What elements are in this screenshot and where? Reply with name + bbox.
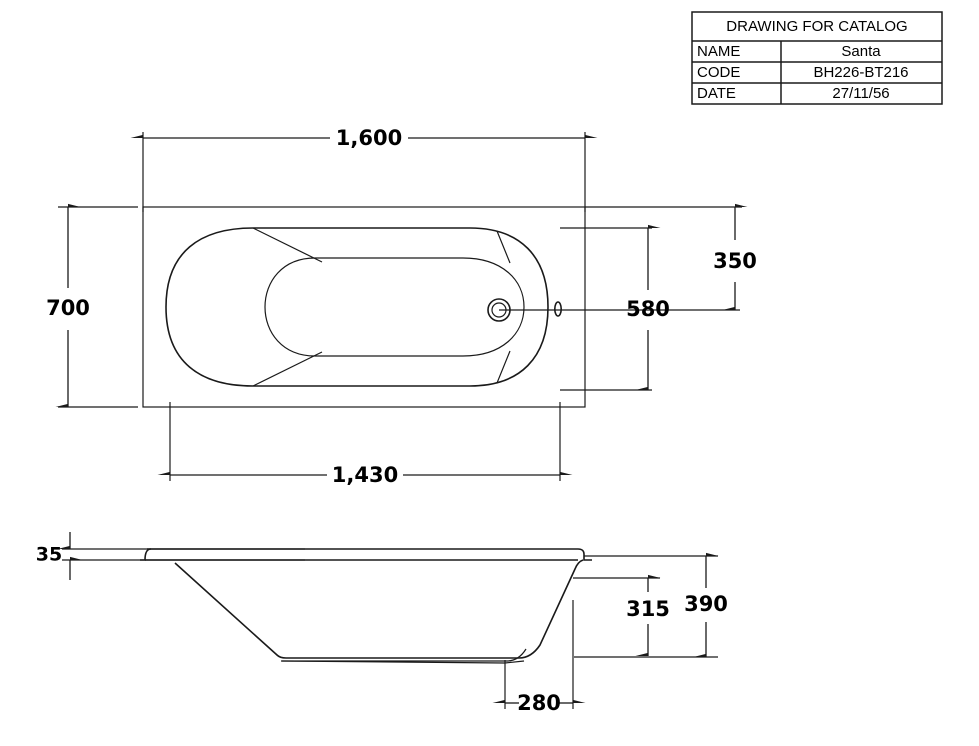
side-view: 35 390 315 280 [36, 532, 728, 715]
top-view-shoulder-line-upper-left [252, 227, 323, 263]
title-block-value-code: BH226-BT216 [813, 64, 908, 81]
top-view-shoulder-line-lower-right [496, 350, 511, 384]
dim-label-base-offset: 280 [517, 691, 561, 715]
dim-label-overall-height: 390 [684, 592, 728, 616]
title-block-label-date: DATE [697, 85, 736, 102]
side-view-rim-left-cap [140, 548, 152, 561]
title-block-value-name: Santa [841, 43, 881, 60]
overflow-opening [553, 301, 562, 317]
side-view-base-strip-right [504, 660, 525, 664]
top-view: 1,600 700 1,430 350 [46, 126, 757, 487]
dimension-inner-depth: 315 [573, 574, 670, 660]
dimension-inner-length: 1,430 [157, 402, 573, 487]
dim-label-drain-offset-side: 580 [626, 297, 670, 321]
side-view-rim-top [147, 548, 592, 561]
title-block-frame [691, 11, 943, 105]
dim-label-overall-length: 1,600 [336, 126, 402, 150]
top-view-tub-outer [165, 227, 549, 387]
dim-label-drain-offset-edge: 350 [713, 249, 757, 273]
dimension-drain-offset-edge: 350 [585, 203, 757, 314]
dimension-overall-length: 1,600 [130, 126, 598, 212]
title-block-label-code: CODE [697, 64, 740, 81]
dimension-overall-width: 700 [46, 203, 138, 411]
top-view-shoulder-line-upper-right [496, 230, 511, 264]
dimension-rim-thickness: 35 [36, 532, 305, 580]
dimension-drain-offset-side: 580 [560, 224, 670, 394]
dimension-base-offset: 280 [492, 600, 586, 715]
side-view-base-strip [280, 660, 506, 664]
side-view-outer-profile [174, 559, 584, 659]
dim-label-inner-length: 1,430 [332, 463, 398, 487]
title-block-label-name: NAME [697, 43, 740, 60]
dim-label-overall-width: 700 [46, 296, 90, 320]
top-view-shoulder-line-lower-left [252, 351, 323, 387]
dim-label-rim-thickness: 35 [36, 544, 62, 566]
title-block-heading: DRAWING FOR CATALOG [726, 18, 907, 35]
top-view-outline-rect [142, 206, 586, 408]
dim-label-inner-depth: 315 [626, 597, 670, 621]
side-view-inner-profile [282, 648, 527, 662]
title-block: DRAWING FOR CATALOG NAME Santa CODE BH22… [691, 11, 943, 105]
title-block-value-date: 27/11/56 [832, 85, 889, 102]
top-view-tub-inner [264, 257, 525, 357]
dimension-overall-height: 390 [574, 552, 728, 661]
